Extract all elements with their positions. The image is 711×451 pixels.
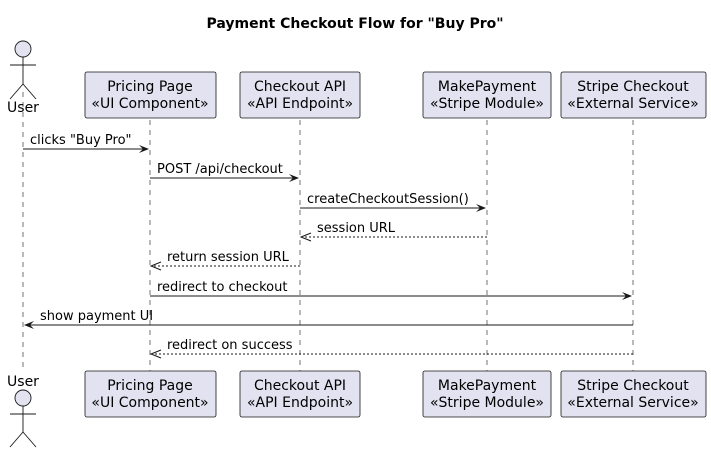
participant-stereotype: «API Endpoint» — [247, 395, 353, 411]
participant-stereotype: «UI Component» — [91, 96, 208, 112]
actor-user-bottom: User — [7, 374, 39, 448]
participant-stereotype: «Stripe Module» — [430, 96, 544, 112]
message-label: show payment UI — [40, 309, 153, 324]
participant-stereotype: «External Service» — [567, 395, 698, 411]
actor-icon — [9, 389, 37, 448]
arrowhead — [289, 174, 299, 182]
message-8: redirect on success — [149, 338, 633, 359]
participant-stripe-checkout-bottom: Stripe Checkout «External Service» — [560, 370, 707, 418]
arrowhead — [149, 349, 162, 359]
message-label: createCheckoutSession() — [307, 192, 469, 207]
participant-name: MakePayment — [438, 378, 537, 394]
participant-pricing-page-top: Pricing Page «UI Component» — [84, 71, 217, 119]
participant-checkout-api-bottom: Checkout API «API Endpoint» — [239, 370, 361, 418]
message-5: return session URL — [149, 250, 300, 271]
message-label: return session URL — [167, 250, 290, 265]
participant-name: Pricing Page — [107, 79, 193, 95]
participant-makepayment-bottom: MakePayment «Stripe Module» — [422, 370, 552, 418]
participant-stereotype: «Stripe Module» — [430, 395, 544, 411]
message-7: show payment UI — [24, 309, 633, 329]
participant-stripe-checkout-top: Stripe Checkout «External Service» — [560, 71, 707, 119]
participant-stereotype: «UI Component» — [91, 395, 208, 411]
arrowhead — [139, 145, 149, 153]
participant-stereotype: «External Service» — [567, 96, 698, 112]
message-label: redirect to checkout — [157, 280, 287, 295]
participant-name: Stripe Checkout — [577, 79, 689, 95]
arrowhead — [299, 232, 312, 242]
message-4: session URL — [299, 221, 487, 242]
participant-makepayment-top: MakePayment «Stripe Module» — [422, 71, 552, 119]
participant-checkout-api-top: Checkout API «API Endpoint» — [239, 71, 361, 119]
message-6: redirect to checkout — [150, 280, 632, 300]
message-label: clicks "Buy Pro" — [30, 133, 132, 148]
message-1: clicks "Buy Pro" — [23, 133, 149, 153]
actor-label: User — [7, 100, 39, 116]
message-label: session URL — [317, 221, 396, 236]
message-label: POST /api/checkout — [157, 162, 283, 177]
arrowhead — [476, 204, 486, 212]
participant-name: Checkout API — [254, 79, 346, 95]
lifelines — [22, 92, 634, 372]
participant-name: Pricing Page — [107, 378, 193, 394]
participant-stereotype: «API Endpoint» — [247, 96, 353, 112]
participant-pricing-page-bottom: Pricing Page «UI Component» — [84, 370, 217, 418]
message-label: redirect on success — [167, 338, 293, 353]
message-3: createCheckoutSession() — [300, 192, 486, 212]
arrowhead — [24, 321, 34, 329]
participant-name: Checkout API — [254, 378, 346, 394]
actor-label: User — [7, 374, 39, 390]
arrowhead — [622, 292, 632, 300]
actor-icon — [9, 40, 37, 100]
participant-name: Stripe Checkout — [577, 378, 689, 394]
messages: clicks "Buy Pro" POST /api/checkout create… — [23, 133, 633, 359]
arrowhead — [149, 261, 162, 271]
message-2: POST /api/checkout — [150, 162, 299, 182]
participant-name: MakePayment — [438, 79, 537, 95]
diagram-title: Payment Checkout Flow for "Buy Pro" — [206, 16, 503, 32]
actor-user-top: User — [7, 40, 39, 116]
